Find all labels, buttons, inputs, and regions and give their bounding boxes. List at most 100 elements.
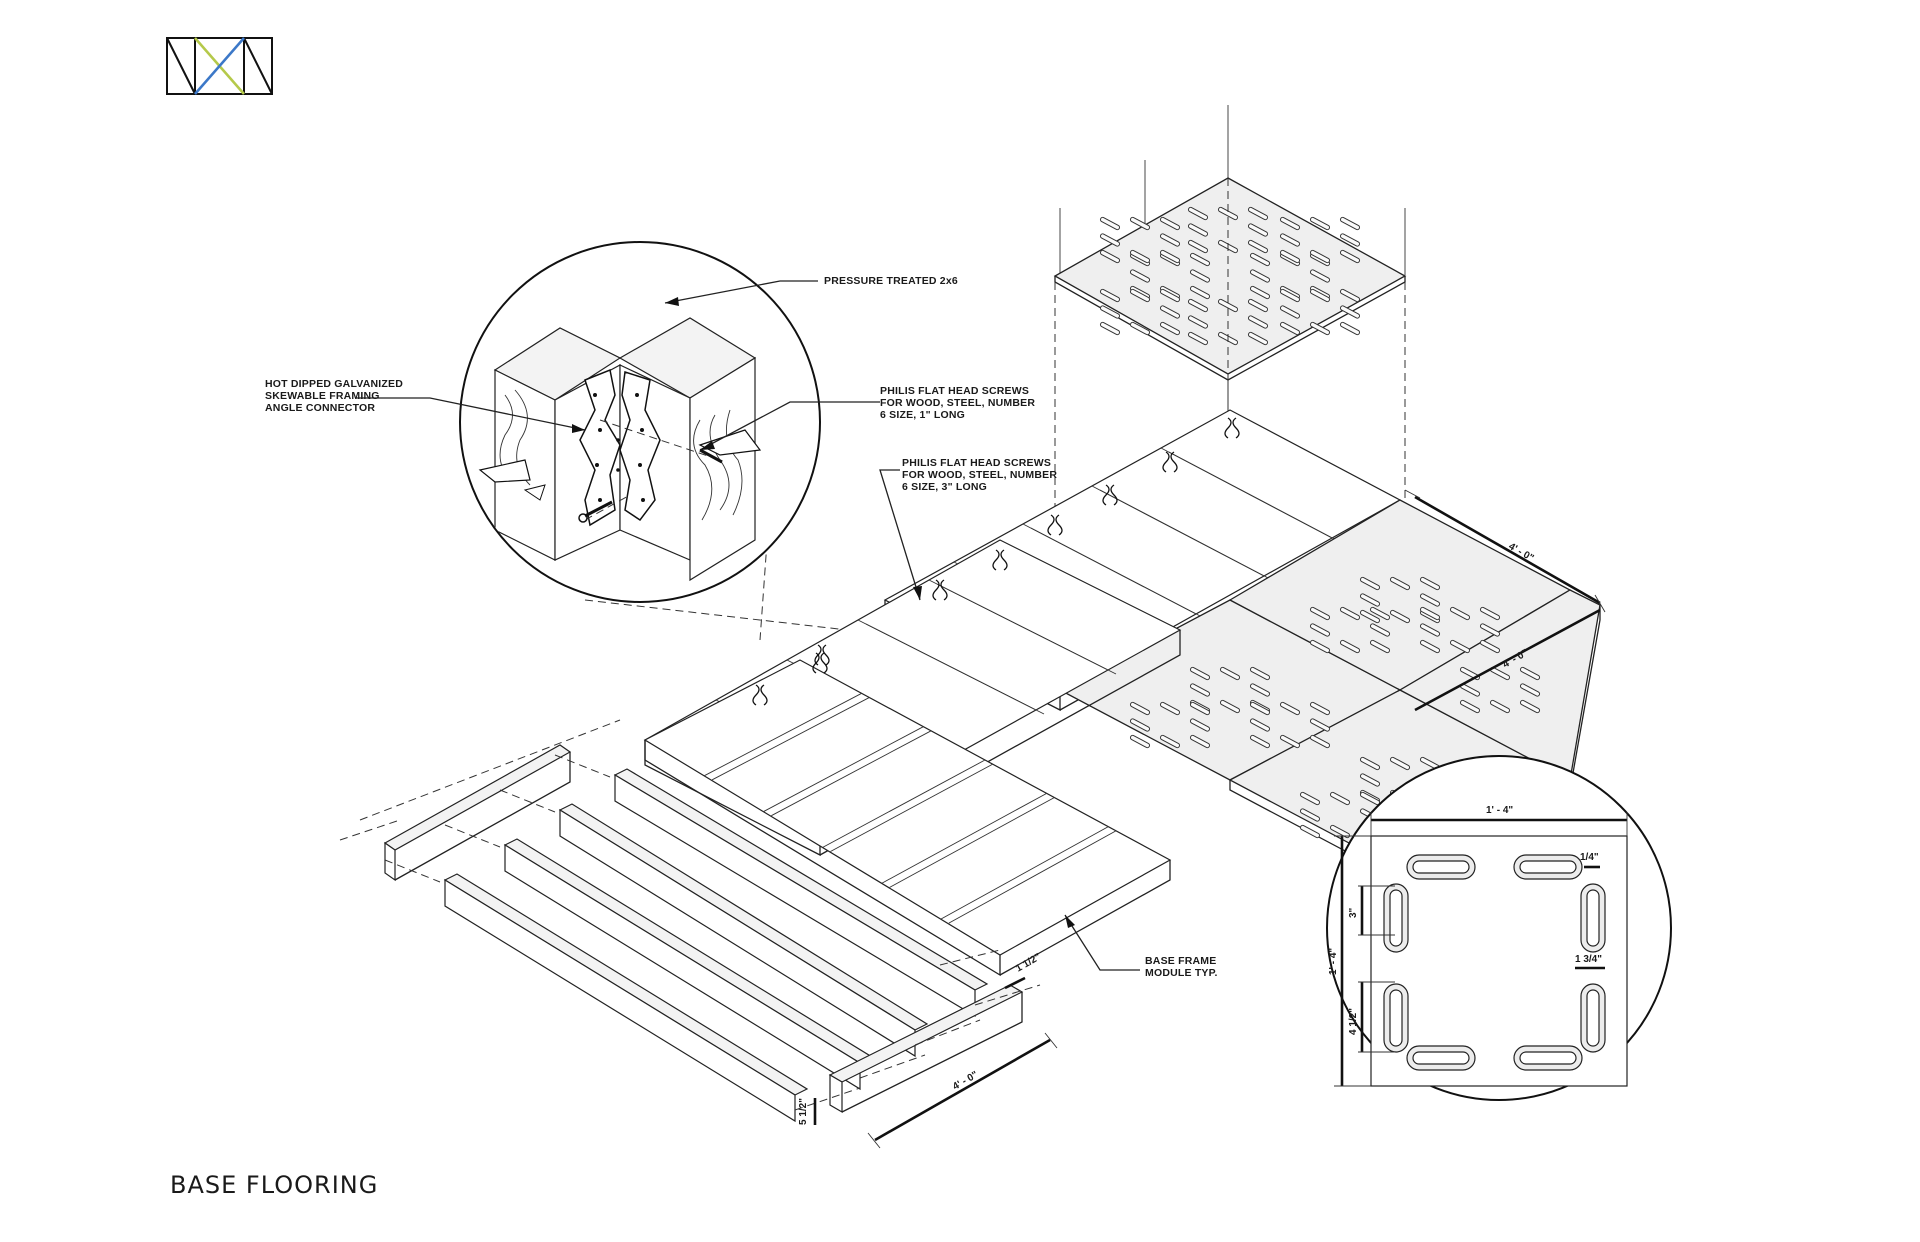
joist [822,759,986,848]
tile-slot [1419,606,1441,621]
tile-slot [1189,285,1211,300]
tile-slot [1359,609,1381,624]
note-pressure-treated: PRESSURE TREATED 2x6 [824,275,958,287]
tile-slot [1419,576,1441,591]
tile-slot [1219,699,1241,714]
tile-slot [1187,331,1209,346]
tile-slot [1309,639,1331,654]
angle-connector-bracket [992,549,1008,571]
tile-slot [1339,606,1361,621]
tile-slot [1129,718,1151,732]
tile-slot [1412,860,1470,874]
tile-slot [1247,315,1269,329]
loose-boards [339,719,1041,1123]
tile-slot [1247,331,1269,346]
tile-slot [1129,269,1151,283]
tile-slot [1369,623,1391,637]
loose-joist-side [504,843,861,1091]
tile-slot [1279,305,1301,319]
tile-slot [1309,216,1331,231]
angle-connector-bracket [1047,514,1063,536]
tile-slot [1339,216,1361,231]
angle-connector-bracket [1102,484,1118,506]
tile-slot [1219,666,1241,681]
tile-slot [1279,216,1301,231]
floor-tile-exploded [1053,105,1407,381]
projection-line [384,859,441,883]
tile-slot [1129,321,1151,336]
angle-connector-bracket [752,684,768,706]
tile-slot [1419,593,1441,607]
tile-slot [1279,249,1301,264]
tile-slot [1159,305,1181,319]
dim-board-thickness: 1 1/2" [1014,951,1043,974]
tile-slot [1369,606,1391,621]
joist-edge [1168,451,1341,543]
tile-slot [1339,639,1361,654]
tile-slot [1309,288,1331,303]
joist-edge [889,796,1055,888]
tile-slot [1412,1051,1470,1065]
loose-joist-side [444,878,796,1123]
dim-slot-length: 3" [1348,907,1359,918]
projection-line [914,1019,981,1046]
tile-slot [1309,606,1331,621]
tile-slot [1419,623,1441,637]
tile-slot [1279,734,1301,749]
note-screws-short-line-2: FOR WOOD, STEEL, NUMBER [880,397,1035,409]
tile-slot [1389,989,1403,1047]
angle-connector-bracket [1162,451,1178,473]
tile-slot [1389,756,1411,771]
base-frame-assembly [643,409,1601,977]
tile-slot [1389,609,1411,624]
tile-slot [1459,699,1481,714]
tile-slot [1187,206,1209,221]
tile-slot [1309,718,1331,732]
joist-edge [865,623,1045,715]
tile-slot [1519,860,1577,874]
tile-slot [1249,269,1271,283]
note-screws-long-line-1: PHILIS FLAT HEAD SCREWS [902,457,1051,469]
tile-slot [1339,288,1361,303]
tile-slot [1159,321,1181,336]
note-base-frame-line-1: BASE FRAME [1145,955,1216,967]
angle-connector-bracket [932,579,948,601]
note-connector-line-2: SKEWABLE FRAMING [265,390,380,402]
tile-slot [1489,699,1511,714]
tile-slot [1249,718,1271,732]
tile-slot [1339,321,1361,336]
dim-slot-width: 1/4" [1580,852,1599,863]
note-screws-short-line-3: 6 SIZE, 1" LONG [880,409,965,421]
tile-slot [1359,756,1381,771]
tile-slot [1339,249,1361,264]
tile-slot [1187,239,1209,254]
tile-slot [1359,773,1381,787]
joist [940,826,1109,920]
projection-line [859,1054,926,1079]
tile-slot [1299,791,1321,806]
tile-slot [1449,606,1471,621]
tile-slot [1159,701,1181,716]
tile-slot [1129,288,1151,303]
tile-slot [1586,989,1600,1047]
tile-slot [1249,734,1271,749]
projection-line [974,984,1041,1006]
note-screws-short-line-1: PHILIS FLAT HEAD SCREWS [880,385,1029,397]
note-connector-line-3: ANGLE CONNECTOR [265,402,375,414]
tile-slot [1586,889,1600,947]
tile-slot [1279,233,1301,247]
dim-tile-height: 1' - 4" [1328,948,1339,975]
tile-slot [1389,576,1411,591]
joist-edge [936,583,1117,675]
joist-edge [948,830,1117,924]
tile-slot [1189,666,1211,681]
tile-slot [1309,249,1331,264]
tile-slot [1187,298,1209,313]
tile-slot [1519,666,1541,681]
dim-tile-width: 1' - 4" [1486,805,1513,816]
tile-slot [1279,321,1301,336]
angle-connector-bracket [1224,417,1240,439]
tile-slot [1187,223,1209,237]
tile-slot [1099,249,1121,264]
note-screws-long-line-2: FOR WOOD, STEEL, NUMBER [902,469,1057,481]
